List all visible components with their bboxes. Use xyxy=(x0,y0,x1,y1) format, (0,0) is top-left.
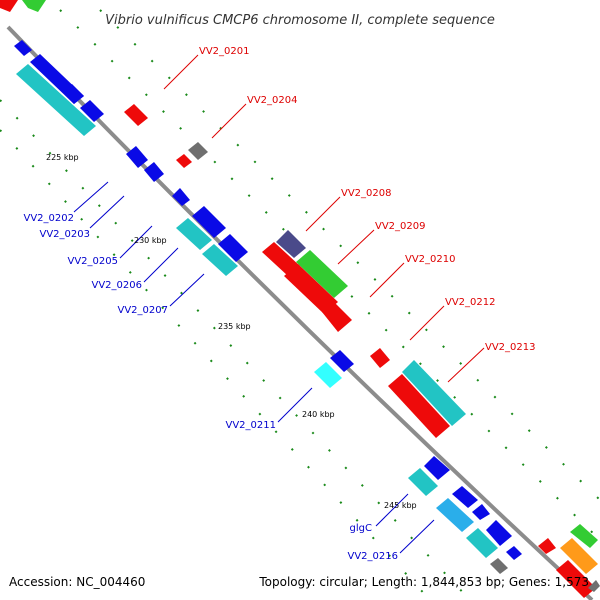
gene-cyan-long xyxy=(16,64,96,136)
gene-blue-h xyxy=(218,234,248,262)
leader-VV2_0203 xyxy=(89,195,125,229)
features-blue-upper xyxy=(14,40,522,574)
gene-blue-k xyxy=(452,486,478,508)
leader-glgC xyxy=(375,493,409,527)
gene-red-d xyxy=(284,264,338,314)
gene-red-a xyxy=(124,104,148,126)
gene-label-VV2_0207[interactable]: VV2_0207 xyxy=(118,305,169,316)
gene-blue-d xyxy=(126,146,148,168)
leader-VV2_0211 xyxy=(277,387,313,423)
features-red xyxy=(124,104,600,598)
scale-label-230: 230 kbp xyxy=(134,236,167,245)
leader-VV2_0212 xyxy=(409,305,445,341)
leader-VV2_0216 xyxy=(399,519,435,554)
gene-cyan-d xyxy=(408,468,438,496)
gene-blue-e xyxy=(144,162,164,182)
map-title: Vibrio vulnificus CMCP6 chromosome II, c… xyxy=(105,13,495,28)
gene-label-VV2_0211[interactable]: VV2_0211 xyxy=(226,420,277,431)
leader-VV2_0206 xyxy=(143,247,179,283)
tick-row-inner xyxy=(0,99,471,600)
gene-label-VV2_0203[interactable]: VV2_0203 xyxy=(40,229,91,240)
gene-label-VV2_0205[interactable]: VV2_0205 xyxy=(68,256,119,267)
scale-label-245: 245 kbp xyxy=(384,501,417,510)
gene-cyan-f xyxy=(402,360,466,426)
leader-VV2_0202 xyxy=(73,181,109,213)
gene-green xyxy=(296,250,348,298)
gene-label-VV2_0206[interactable]: VV2_0206 xyxy=(92,280,143,291)
scale-labels: 225 kbp 230 kbp 235 kbp 240 kbp 245 kbp xyxy=(46,153,417,510)
gene-labels-blue: VV2_0202 VV2_0203 VV2_0205 VV2_0206 VV2_… xyxy=(24,213,399,562)
leader-lines-blue xyxy=(73,181,435,554)
gene-labels-red: VV2_0201 VV2_0204 VV2_0208 VV2_0209 VV2_… xyxy=(199,46,536,353)
leader-lines-red xyxy=(163,54,485,383)
gene-blue-f xyxy=(172,188,190,206)
gene-red-b xyxy=(176,154,192,168)
leader-VV2_0204 xyxy=(211,103,247,139)
gene-label-glgC[interactable]: glgC xyxy=(350,523,372,534)
gene-label-VV2_0213[interactable]: VV2_0213 xyxy=(485,342,536,353)
gene-gray-a xyxy=(188,142,208,160)
gene-label-VV2_0202[interactable]: VV2_0202 xyxy=(24,213,75,224)
gene-blue-i xyxy=(330,350,354,372)
gene-red-f xyxy=(370,348,390,368)
gene-label-VV2_0209[interactable]: VV2_0209 xyxy=(375,221,426,232)
gene-label-VV2_0201[interactable]: VV2_0201 xyxy=(199,46,250,57)
feature-partial-top xyxy=(0,0,46,12)
gene-green-b xyxy=(570,524,598,548)
gene-red-c xyxy=(262,242,300,276)
gene-red-g xyxy=(388,374,450,438)
gene-label-VV2_0204[interactable]: VV2_0204 xyxy=(247,95,298,106)
leader-VV2_0210 xyxy=(369,262,405,298)
gene-blue-n xyxy=(506,546,522,560)
gene-cyan-b xyxy=(176,218,212,250)
leader-VV2_0205 xyxy=(119,225,153,259)
gene-blue-b xyxy=(62,84,84,104)
gene-blue-l xyxy=(472,504,490,520)
gene-gray-c xyxy=(588,580,600,592)
leader-VV2_0213 xyxy=(447,347,485,383)
gene-gray-b xyxy=(490,558,508,574)
gene-red-e xyxy=(322,302,352,332)
gene-cyan-c xyxy=(202,244,238,276)
gene-orange xyxy=(560,538,598,574)
scale-label-235: 235 kbp xyxy=(218,322,251,331)
gene-partial-red xyxy=(0,0,18,12)
gene-sky xyxy=(436,498,474,532)
gene-red-i xyxy=(556,560,596,598)
gene-cyan-e xyxy=(466,528,498,558)
gene-VV2_0202-shape xyxy=(14,40,32,56)
leader-VV2_0207 xyxy=(169,273,205,307)
gene-slate xyxy=(276,230,306,258)
gene-label-VV2_0212[interactable]: VV2_0212 xyxy=(445,297,496,308)
tick-row-outer-2 xyxy=(99,9,600,501)
gene-label-VV2_0210[interactable]: VV2_0210 xyxy=(405,254,456,265)
leader-VV2_0208 xyxy=(305,196,341,232)
gene-blue-g xyxy=(192,206,226,238)
scale-label-225: 225 kbp xyxy=(46,153,79,162)
gene-light-cyan xyxy=(314,362,342,388)
gene-blue-c xyxy=(80,100,104,122)
gene-label-VV2_0216[interactable]: VV2_0216 xyxy=(348,551,399,562)
gene-partial-green xyxy=(22,0,46,12)
summary-text: Topology: circular; Length: 1,844,853 bp… xyxy=(258,575,589,589)
leader-VV2_0209 xyxy=(337,229,375,265)
leader-VV2_0201 xyxy=(163,54,199,90)
gene-blue-j xyxy=(424,456,450,480)
scale-label-240: 240 kbp xyxy=(302,410,335,419)
gene-label-VV2_0208[interactable]: VV2_0208 xyxy=(341,188,392,199)
tick-rows xyxy=(0,9,600,600)
gene-red-h xyxy=(538,538,556,554)
accession-text: Accession: NC_004460 xyxy=(9,575,145,589)
gene-blue-m xyxy=(486,520,512,546)
